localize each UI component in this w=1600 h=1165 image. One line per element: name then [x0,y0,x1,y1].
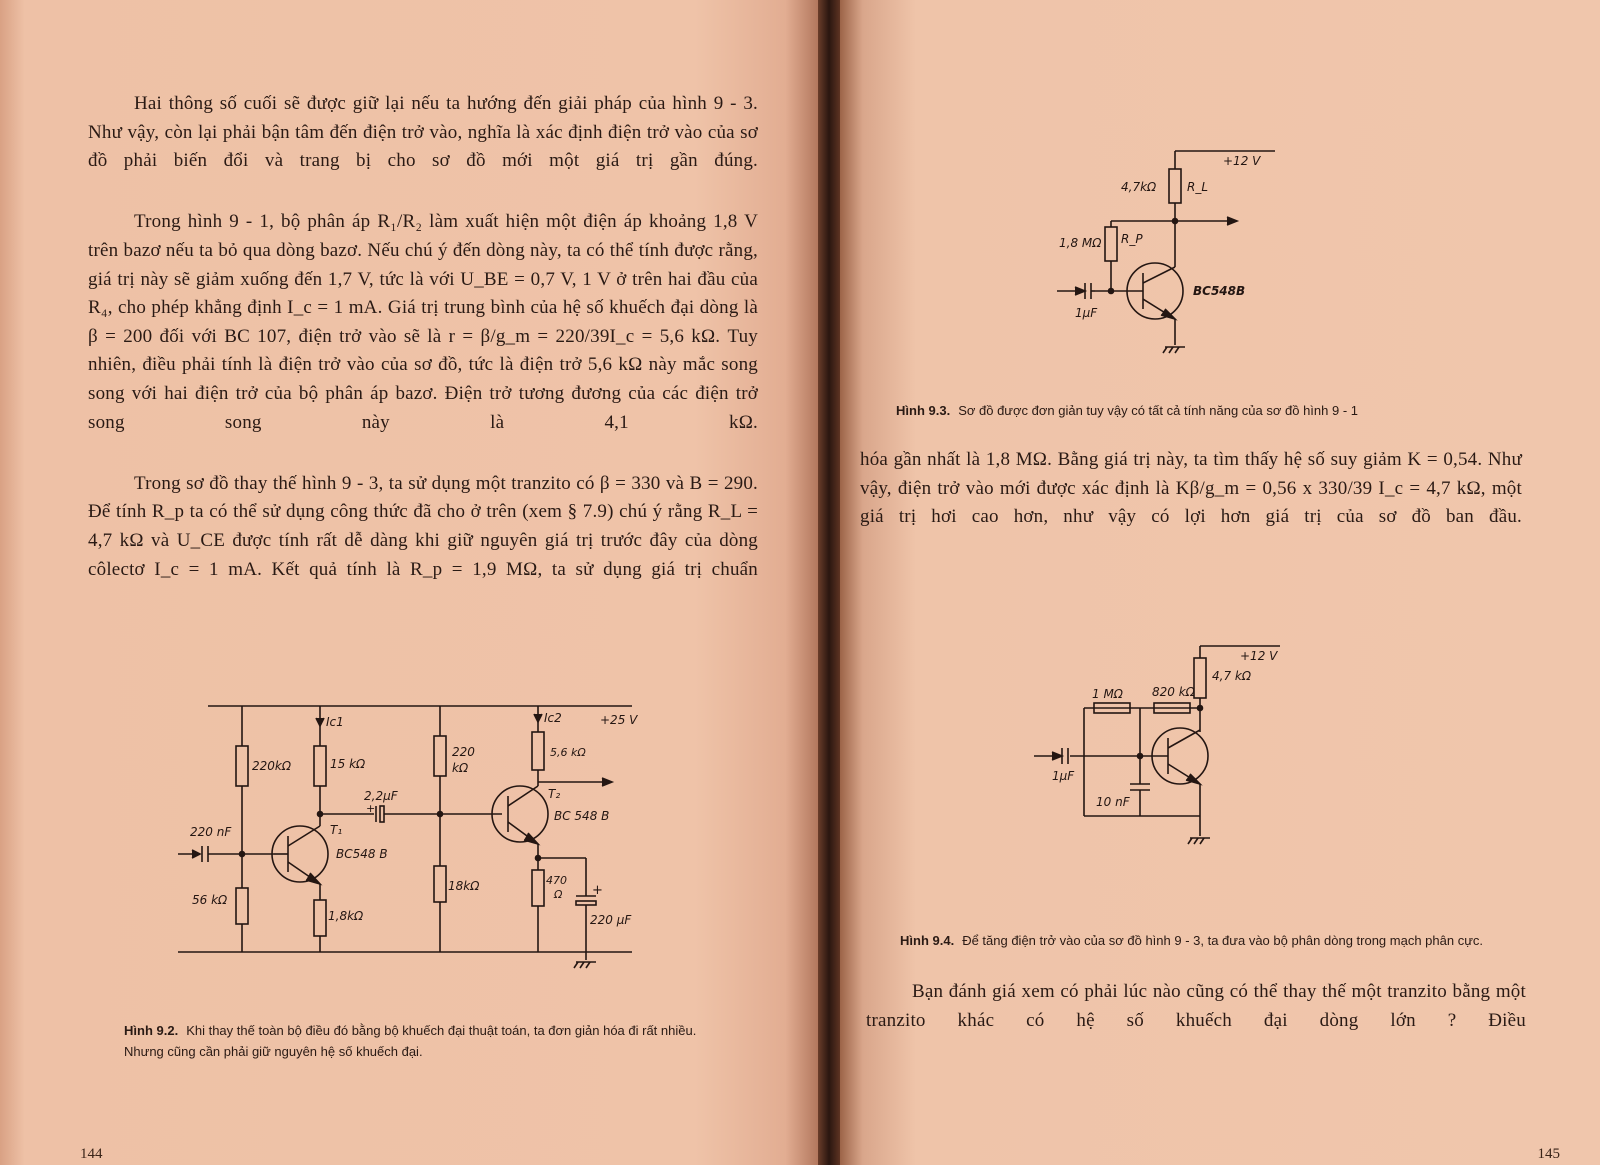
r1-label: 220kΩ [252,759,292,773]
t1-label: T₁ [330,823,342,837]
figure-9-3-caption: Hình 9.3. Sơ đồ được đơn giản tuy vậy có … [896,400,1516,421]
r1-label: 1 MΩ [1092,687,1124,701]
right-page-number: 145 [1537,1146,1561,1162]
rp-value-label: 1,8 MΩ [1059,236,1102,250]
r2-label: 15 kΩ [330,757,366,771]
rl-label: 4,7 kΩ [1212,669,1252,683]
c-couple-plus-label: + [366,802,375,815]
figure-9-3-label: Hình 9.3. [896,403,951,418]
t2-type-label: BC 548 B [554,809,609,823]
figure-9-3-schematic: 4,7kΩ R_L 1,8 MΩ R_P 1µF BC548B +12 V [1057,150,1275,354]
r8-unit-label: Ω [553,888,563,901]
rl-name-label: R_L [1187,180,1208,194]
figure-9-4-schematic: 1 MΩ 820 kΩ 4,7 kΩ 1µF 10 nF +12 V [1034,645,1280,845]
left-body-text: Hai thông số cuối sẽ được giữ lại nếu ta… [88,90,758,613]
r4-label: 5,6 kΩ [550,746,586,759]
paragraph-3: Trong sơ đồ thay thế hình 9 - 3, ta sử d… [88,472,758,580]
figure-9-4-label: Hình 9.4. [900,933,955,948]
c-couple-label: 2,2µF [364,789,399,803]
c-out-plus-label: + [592,883,603,898]
transistor-label: BC548B [1193,284,1245,298]
r7-label: 18kΩ [448,879,480,893]
ic1-label: Ic1 [326,715,344,729]
r3-label: 220 [452,745,475,759]
paragraph-1: Hai thông số cuối sẽ được giữ lại nếu ta… [88,93,758,172]
r6-label: 1,8kΩ [328,909,364,923]
figure-9-4-caption: Hình 9.4. Để tăng điện trở vào của sơ đồ … [900,930,1530,951]
vcc-label: +12 V [1240,649,1278,663]
figure-9-3-caption-text: Sơ đồ được đơn giản tuy vậy có tất cả tí… [958,403,1359,418]
rl-value-label: 4,7kΩ [1121,180,1157,194]
paragraph-continued: hóa gần nhất là 1,8 MΩ. Bằng giá trị này… [860,449,1522,528]
figure-9-2-caption: Hình 9.2.Khi thay thế toàn bộ điều đó bằ… [124,1020,724,1062]
rp-name-label: R_P [1121,232,1143,246]
c-bypass-label: 10 nF [1096,795,1131,809]
r2-label: 820 kΩ [1152,685,1196,699]
right-page: 4,7kΩ R_L 1,8 MΩ R_P 1µF BC548B +12 V Hì… [840,0,1600,1165]
r5-label: 56 kΩ [192,893,228,907]
vcc-label: +12 V [1223,154,1261,168]
figure-9-2-label: Hình 9.2. [124,1023,179,1038]
left-page-number: 144 [80,1146,103,1162]
right-closing-text: Bạn đánh giá xem có phải lúc nào cũng có… [866,978,1526,1064]
c-in-label: 1µF [1075,306,1098,320]
t1-type-label: BC548 B [336,847,388,861]
c-out-label: 220 µF [590,913,632,927]
figure-9-2-schematic: 220kΩ 15 kΩ 220 kΩ 5,6 kΩ 56 kΩ 1,8kΩ 18… [178,705,638,969]
r8-label: 470 [546,874,567,887]
c-in-label: 220 nF [190,825,232,839]
figure-9-2-caption-text: Khi thay thế toàn bộ điều đó bằng bộ khu… [124,1023,697,1059]
right-body-text: hóa gần nhất là 1,8 MΩ. Bằng giá trị này… [860,446,1522,560]
paragraph-2: Trong hình 9 - 1, bộ phân áp R₁/R₂ làm x… [88,211,758,433]
r3-unit-label: kΩ [452,761,469,775]
closing-paragraph: Bạn đánh giá xem có phải lúc nào cũng có… [866,981,1526,1031]
book-gutter [818,0,840,1165]
ic2-label: Ic2 [544,711,562,725]
left-page: Hai thông số cuối sẽ được giữ lại nếu ta… [0,0,818,1165]
t2-label: T₂ [548,787,560,801]
vcc-label: +25 V [600,713,638,727]
c-in-label: 1µF [1052,769,1075,783]
figure-9-4-caption-text: Để tăng điện trở vào của sơ đồ hình 9 - … [962,933,1484,948]
